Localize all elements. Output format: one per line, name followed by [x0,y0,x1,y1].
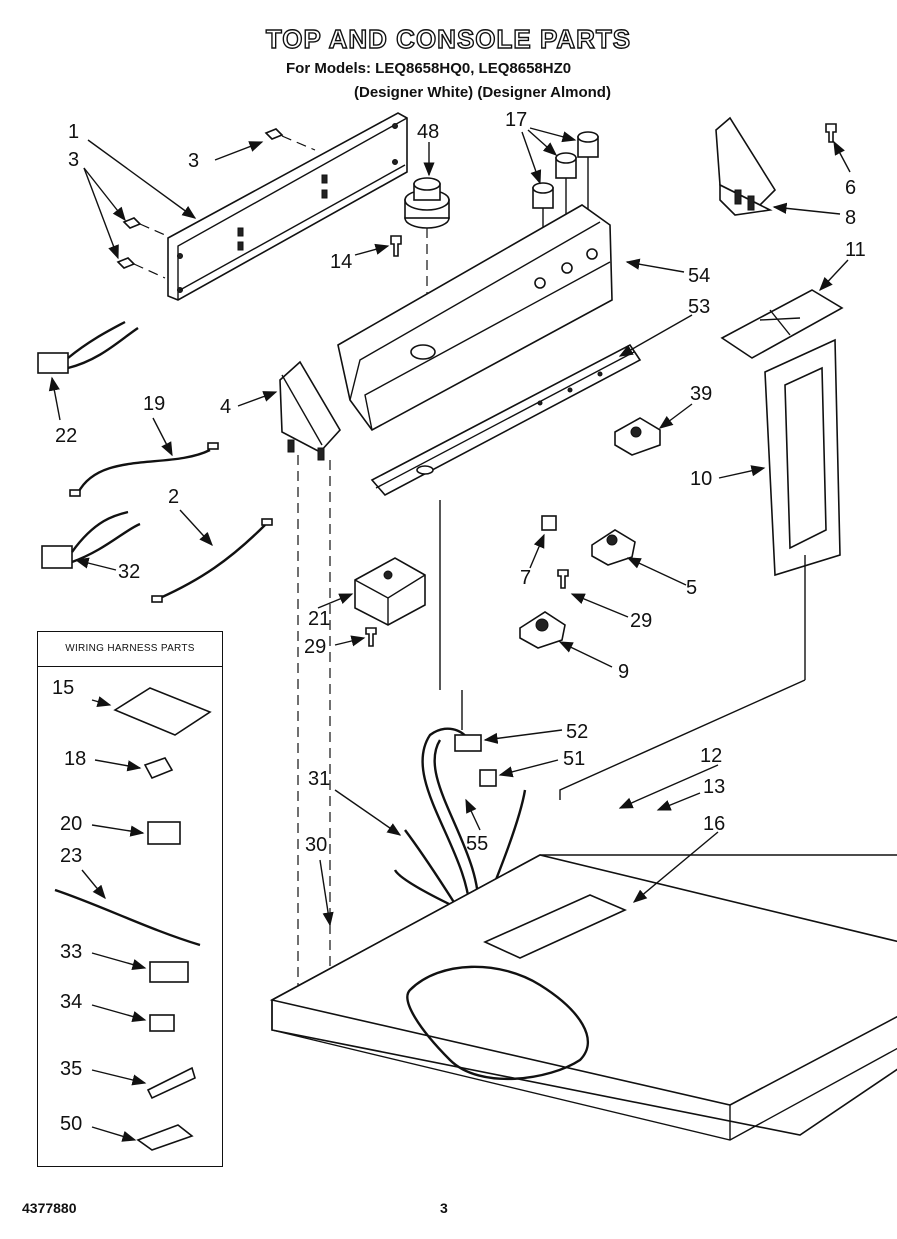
part-53-rail [370,343,642,497]
callout-7: 7 [520,567,531,589]
page-number: 3 [440,1200,448,1216]
callout-53: 53 [688,296,710,318]
callout-52: 52 [566,721,588,743]
part-17-knobs [532,131,599,240]
callout-22: 22 [55,425,77,447]
part-6-screw [825,123,837,143]
harness-box-parts [54,687,212,1151]
callout-11: 11 [845,239,866,261]
callout-6: 6 [845,177,856,199]
part-4-end-cap [279,360,341,461]
callout-48: 48 [417,121,439,143]
document-number: 4377880 [22,1200,77,1216]
wiring-harness-box-title: WIRING HARNESS PARTS [38,632,222,667]
harness-item-50: 50 [60,1113,82,1135]
callout-21: 21 [308,608,330,630]
callout-39: 39 [690,383,712,405]
harness-item-33: 33 [60,941,82,963]
callout-2: 2 [168,486,179,508]
part-54-console [337,204,613,432]
part-7-connector [541,515,557,531]
callout-51: 51 [563,748,585,770]
part-5-switch [591,529,636,566]
part-16-top [269,854,897,1141]
part-3-screws [116,128,316,279]
callout-5: 5 [686,577,697,599]
callout-54: 54 [688,265,710,287]
wiring-harness-box: WIRING HARNESS PARTS [37,631,223,1167]
callout-3b: 3 [188,150,199,172]
callout-55: 55 [466,833,488,855]
part-19-wire [69,442,219,497]
harness-item-15: 15 [52,677,74,699]
callout-8: 8 [845,207,856,229]
part-29-screw-a [365,627,377,647]
callout-14: 14 [330,251,352,273]
harness-item-18: 18 [64,748,86,770]
part-39-switch [614,417,661,456]
callout-29a: 29 [304,636,326,658]
leader-lines [48,127,851,927]
callout-17: 17 [505,109,527,131]
part-48-knob [404,177,450,350]
part-10-frame [764,338,841,680]
part-29-screw-b [557,569,569,589]
callout-30: 30 [305,834,327,856]
part-22-connector [37,320,139,374]
callout-3a: 3 [68,149,79,171]
callout-29b: 29 [630,610,652,632]
part-21-timer [354,557,426,626]
harness-item-34: 34 [60,991,82,1013]
callout-31: 31 [308,768,330,790]
callout-12: 12 [700,745,722,767]
callout-13: 13 [703,776,725,798]
callout-4: 4 [220,396,231,418]
variants-line: (Designer White) (Designer Almond) [354,84,611,101]
part-8-clip [715,116,777,216]
part-32-connector [41,510,141,569]
part-1-console-bracket [167,112,408,301]
callout-1: 1 [68,121,79,143]
part-14-screw [390,235,402,257]
callout-9: 9 [618,661,629,683]
callout-32: 32 [118,561,140,583]
part-2-wire [151,518,273,603]
harness-item-20: 20 [60,813,82,835]
callout-19: 19 [143,393,165,415]
harness-item-23: 23 [60,845,82,867]
models-line: For Models: LEQ8658HQ0, LEQ8658HZ0 [286,60,572,77]
harness-item-35: 35 [60,1058,82,1080]
callout-10: 10 [690,468,712,490]
page-title: TOP AND CONSOLE PARTS [265,23,632,54]
callout-16: 16 [703,813,725,835]
part-9-switch [519,611,566,649]
